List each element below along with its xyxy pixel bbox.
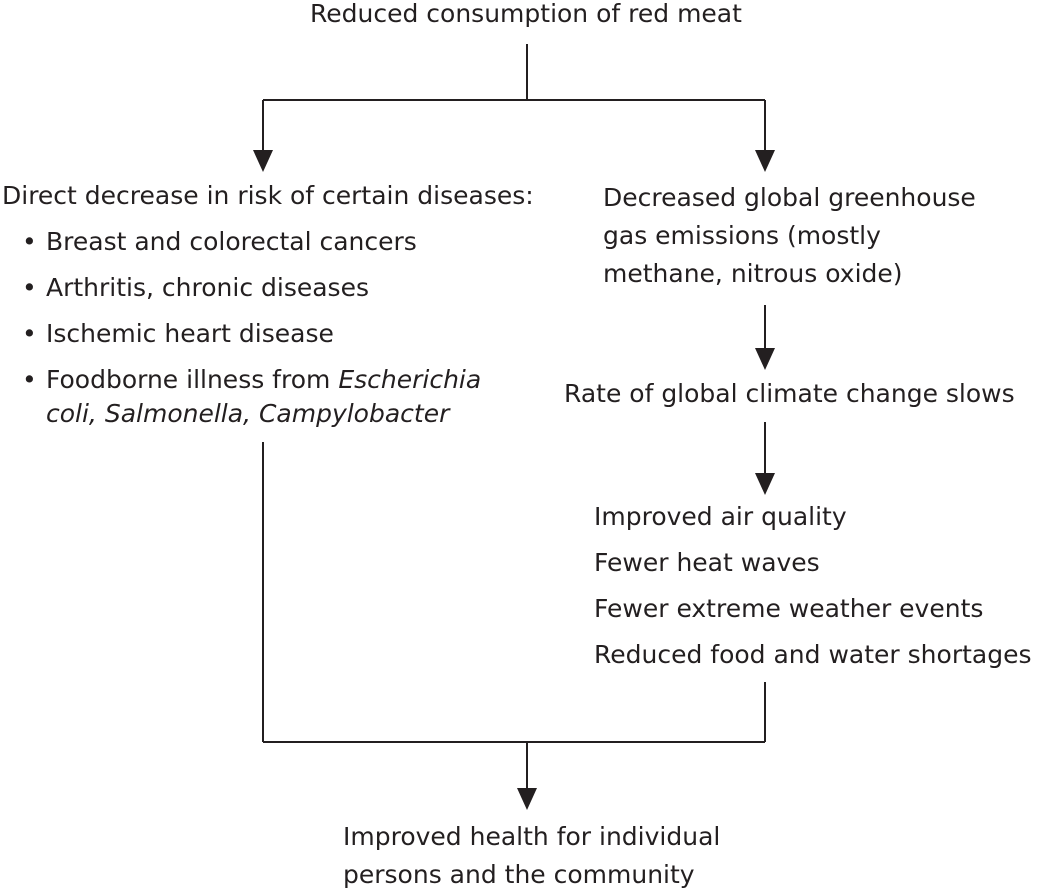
outcomes-list: Improved air quality Fewer heat waves Fe… (594, 500, 1032, 684)
top-node-label: Reduced consumption of red meat (310, 0, 742, 28)
pathogen-names: coli, Salmonella, Campylobacter (46, 399, 450, 428)
list-item: Fewer heat waves (594, 548, 820, 577)
disease-list: • Breast and colorectal cancers • Arthri… (20, 225, 481, 443)
foodborne-prefix: Foodborne illness from (46, 365, 339, 394)
bottom-node-line-2: persons and the community (343, 860, 695, 889)
bullet-icon: • (22, 365, 37, 394)
list-item: Reduced food and water shortages (594, 640, 1032, 669)
list-item: Fewer extreme weather events (594, 594, 984, 623)
emissions-line-3: methane, nitrous oxide) (603, 259, 903, 288)
arrowhead-left-branch (253, 150, 273, 172)
list-item: • Foodborne illness from Escherichia col… (20, 363, 481, 431)
bullet-icon: • (22, 319, 37, 348)
health-branch-heading: Direct decrease in risk of certain disea… (2, 181, 534, 210)
list-item: • Arthritis, chronic diseases (20, 271, 481, 305)
arrowhead-right-branch (755, 150, 775, 172)
list-item: • Breast and colorectal cancers (20, 225, 481, 259)
pathogen-name-escherichia: Escherichia (338, 365, 482, 394)
foodborne-item-line-1: Foodborne illness from Escherichia (46, 365, 481, 394)
list-item: Improved air quality (594, 502, 847, 531)
bullet-icon: • (22, 273, 37, 302)
bullet-icon: • (22, 227, 37, 256)
disease-item-label: Ischemic heart disease (46, 319, 334, 348)
arrowhead-climate-to-outcomes (755, 473, 775, 495)
arrowhead-emissions-to-climate (755, 348, 775, 370)
disease-item-label: Breast and colorectal cancers (46, 227, 417, 256)
emissions-line-2: gas emissions (mostly (603, 221, 881, 250)
disease-item-label: Arthritis, chronic diseases (46, 273, 369, 302)
bottom-node-line-1: Improved health for individual (343, 822, 721, 851)
emissions-line-1: Decreased global greenhouse (603, 183, 976, 212)
list-item: • Ischemic heart disease (20, 317, 481, 351)
arrowhead-bottom (517, 788, 537, 810)
climate-change-label: Rate of global climate change slows (564, 379, 1015, 408)
